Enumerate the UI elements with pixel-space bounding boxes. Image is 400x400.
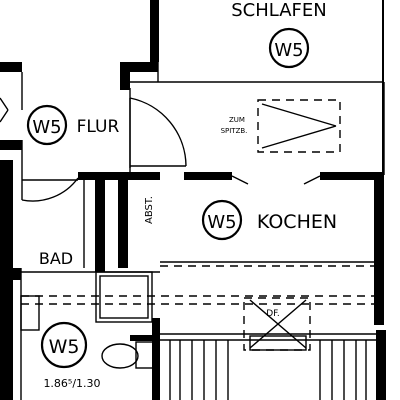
wall-segment [128,172,160,180]
room-name-kochen: KOCHEN [257,211,337,233]
door-line [0,97,9,111]
wall-segment [0,140,22,150]
dashed-lines [21,99,376,351]
toilet-bowl [101,343,139,369]
toilet-tank [135,341,157,369]
wall-segment [374,175,384,325]
wall-segment [320,172,382,180]
room-tag-kochen [201,199,243,241]
wall-segment [95,172,105,272]
annotation-abst: ABST. [144,196,155,224]
roof-window-line [249,299,307,349]
room-tag-kochen-label: W5 [207,212,236,233]
roof-window [243,297,311,351]
wall-segment [376,330,386,400]
washbasin-inner [99,275,149,319]
annotation-spitzb: SPITZB. [221,127,248,135]
attic-hatch-line [261,103,337,127]
room-tag-flur [26,104,68,146]
annotation-zum: ZUM [229,116,245,124]
wall-segment [120,62,130,90]
annotation-df: DF. [266,309,280,319]
wall-line [303,175,321,185]
wall-segment [150,0,159,62]
room-tag-bad [40,321,88,369]
attic-hatch [257,99,341,153]
wall-segment [13,268,21,280]
staircase [169,340,367,400]
door-swing [129,97,187,167]
wall-line [231,175,249,185]
walls [0,0,386,400]
chimney-box [249,335,307,351]
room-tag-flur-label: W5 [32,117,61,138]
room-name-bad: BAD [39,249,73,268]
wall-segment [120,62,158,72]
shower-tray [20,295,40,331]
attic-hatch-line [261,125,337,149]
annotations: ZUM SPITZB. ABST. DF. [144,116,280,319]
room-name-flur: FLUR [77,117,120,137]
wall-segment [184,172,232,180]
room-tag-schlafen [268,27,310,69]
room-name-schlafen: SCHLAFEN [231,0,326,21]
room-tags: W5 W5 W5 W5 [26,27,310,369]
wall-segment [118,172,128,268]
room-labels: SCHLAFEN FLUR KOCHEN BAD 1.86⁵/1.30 [39,0,337,390]
bad-dimension: 1.86⁵/1.30 [43,377,100,390]
wall-segment [0,62,22,72]
room-tag-schlafen-label: W5 [274,40,303,61]
wall-segment [382,0,384,175]
door-swing [21,177,79,202]
wall-segment [0,160,13,400]
washbasin [95,271,153,323]
door-line [0,109,9,123]
fixtures [20,271,367,400]
wall-segment [130,335,160,341]
room-tag-bad-label: W5 [49,336,80,358]
